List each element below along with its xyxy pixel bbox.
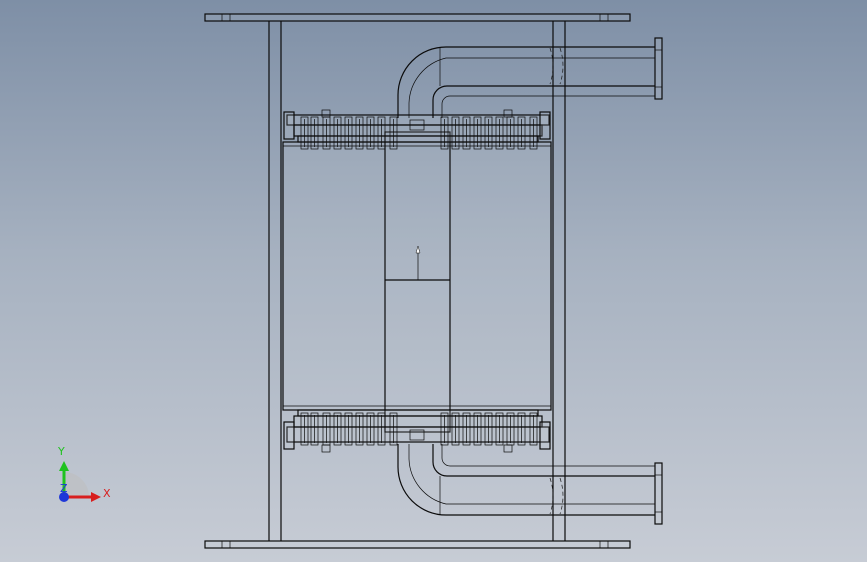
bolt-nut — [389, 116, 398, 150]
bolt-nut — [473, 412, 482, 446]
bolt-nut — [495, 116, 504, 150]
bottom-inlet-pipe — [397, 444, 655, 516]
triad-plane-shading — [64, 472, 89, 497]
shell-body — [282, 141, 552, 411]
bolt-nut — [300, 412, 309, 446]
bolt-nut — [310, 412, 319, 446]
bolt-nut — [344, 412, 353, 446]
bolt-nut — [506, 412, 515, 446]
bolt-nut — [440, 412, 449, 446]
bolt-nut — [310, 116, 319, 150]
bottom-pipe-flange — [654, 462, 663, 525]
bottom-flange-assembly — [283, 409, 551, 453]
top-flange-assembly — [283, 109, 551, 143]
bolt-nut — [495, 412, 504, 446]
y-axis-arrowhead — [59, 461, 69, 471]
bolt-nut — [333, 116, 342, 150]
z-axis-label: Z — [60, 482, 68, 495]
bottom-base-plate — [204, 540, 631, 549]
y-axis-label: Y — [57, 445, 65, 458]
left-frame-post — [268, 21, 282, 541]
bolt-nut — [344, 116, 353, 150]
bolt-nut — [322, 116, 331, 150]
bolt-nut — [389, 412, 398, 446]
right-frame-post — [552, 21, 566, 541]
bolt-nut — [451, 116, 460, 150]
bolt-nut — [366, 116, 375, 150]
bottom-bolt-row — [300, 412, 538, 446]
bolt-nut — [517, 412, 526, 446]
bolt-nut — [529, 412, 538, 446]
bolt-nut — [473, 116, 482, 150]
bolt-nut — [517, 116, 526, 150]
bolt-nut — [333, 412, 342, 446]
bolt-nut — [366, 412, 375, 446]
bolt-nut — [462, 116, 471, 150]
top-pipe-flange — [654, 37, 663, 100]
bolt-nut — [300, 116, 309, 150]
bolt-nut — [506, 116, 515, 150]
top-base-plate — [204, 13, 631, 22]
bolt-nut — [451, 412, 460, 446]
bolt-nut — [377, 116, 386, 150]
axis-triad: Y X Z — [57, 445, 111, 502]
x-axis-arrowhead — [91, 492, 101, 502]
bolt-nut — [484, 116, 493, 150]
bolt-nut — [322, 412, 331, 446]
bolt-nut — [355, 116, 364, 150]
top-bolt-row — [300, 116, 538, 150]
bolt-nut — [377, 412, 386, 446]
bolt-nut — [355, 412, 364, 446]
bolt-nut — [440, 116, 449, 150]
z-axis-dot — [59, 492, 69, 502]
bolt-nut — [462, 412, 471, 446]
top-outlet-pipe — [397, 46, 655, 118]
central-core — [384, 131, 451, 433]
x-axis-label: X — [103, 487, 111, 500]
bolt-nut — [484, 412, 493, 446]
bolt-nut — [529, 116, 538, 150]
